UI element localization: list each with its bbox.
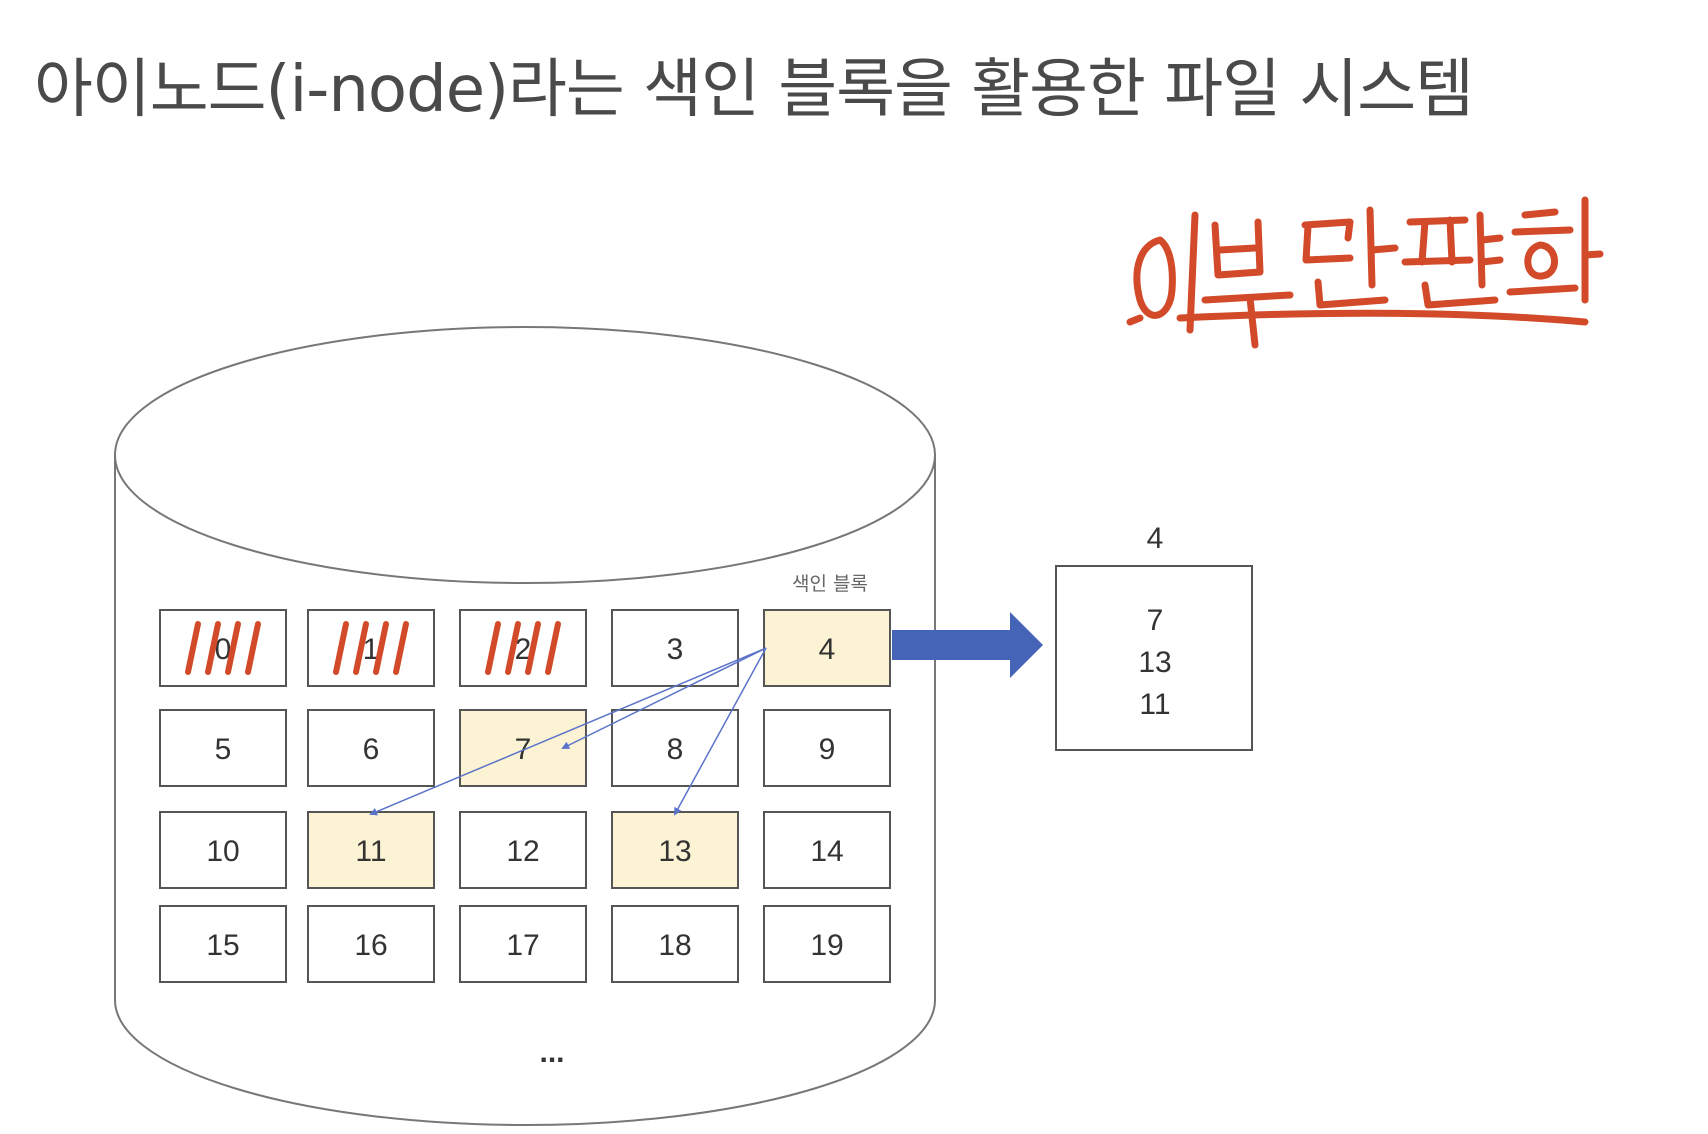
disk-block-box — [307, 905, 435, 983]
index-entry: 7 — [1147, 604, 1164, 637]
index-block-label: 색인 블록 — [792, 573, 868, 595]
disk-block-number: 0 — [215, 633, 232, 666]
disk-block-number: 17 — [506, 929, 539, 962]
disk-block-box — [307, 709, 435, 787]
index-block-detail: 4 7 13 11 — [1055, 522, 1253, 751]
disk-block-number: 12 — [506, 835, 539, 868]
index-block-box — [1055, 565, 1253, 751]
slide-title: 아이노드(i-node)라는 색인 블록을 활용한 파일 시스템 — [34, 53, 1474, 127]
disk-block: 19 — [763, 905, 891, 983]
disk-block-box — [763, 609, 891, 687]
pointer-arrows — [369, 647, 767, 816]
disk-block-number: 8 — [667, 733, 684, 766]
disk-block: 17 — [459, 905, 587, 983]
strike-scribble — [485, 621, 561, 675]
disk-block-box — [459, 811, 587, 889]
disk-block-box — [307, 609, 435, 687]
disk-block: 13 — [611, 811, 739, 889]
disk-block-box — [611, 709, 739, 787]
disk-block: 2 — [459, 609, 587, 687]
disk-block-number: 9 — [819, 733, 836, 766]
disk-block-box — [459, 905, 587, 983]
disk-block: 10 — [159, 811, 287, 889]
disk-block-number: 2 — [515, 633, 532, 666]
index-block-arrow — [892, 612, 1043, 678]
pointer-arrow — [369, 647, 767, 816]
disk-block-box — [763, 811, 891, 889]
disk-block-box — [611, 609, 739, 687]
disk-block-box — [763, 905, 891, 983]
handwritten-annotation — [1126, 196, 1604, 349]
disk-block-box — [459, 609, 587, 687]
disk-block-number: 6 — [363, 733, 380, 766]
disk-block: 14 — [763, 811, 891, 889]
disk-block: 7 — [459, 709, 587, 787]
disk-block-box — [307, 811, 435, 889]
disk-block-number: 19 — [810, 929, 843, 962]
disk-block-box — [611, 811, 739, 889]
disk-block: 11 — [307, 811, 435, 889]
disk-block-box — [159, 905, 287, 983]
disk-block: 18 — [611, 905, 739, 983]
disk-block-number: 16 — [354, 929, 387, 962]
disk-block-box — [159, 811, 287, 889]
disk-block-number: 1 — [363, 633, 380, 666]
block-grid: 012345678910111213141516171819 — [159, 609, 891, 983]
disk-block: 9 — [763, 709, 891, 787]
disk-block-number: 10 — [206, 835, 239, 868]
more-blocks-ellipsis: ... — [539, 1036, 564, 1069]
disk-block: 1 — [307, 609, 435, 687]
disk-block: 4 — [763, 609, 891, 687]
disk-block-number: 3 — [667, 633, 684, 666]
disk-block: 12 — [459, 811, 587, 889]
index-block-header: 4 — [1147, 522, 1164, 555]
disk-block: 16 — [307, 905, 435, 983]
disk-block-number: 11 — [355, 835, 386, 868]
disk-block: 8 — [611, 709, 739, 787]
disk-block-number: 15 — [206, 929, 239, 962]
disk-block: 0 — [159, 609, 287, 687]
disk-block: 5 — [159, 709, 287, 787]
pointer-arrow — [561, 647, 767, 749]
strike-scribble — [185, 621, 261, 675]
disk-block-box — [611, 905, 739, 983]
disk-block: 3 — [611, 609, 739, 687]
disk-block: 6 — [307, 709, 435, 787]
strike-scribble — [333, 621, 409, 675]
index-entry: 11 — [1139, 688, 1170, 721]
disk-block: 15 — [159, 905, 287, 983]
disk-block-number: 13 — [658, 835, 691, 868]
disk-block-box — [159, 709, 287, 787]
disk-block-number: 18 — [658, 929, 691, 962]
disk-block-box — [763, 709, 891, 787]
disk-block-number: 4 — [819, 633, 836, 666]
disk-block-number: 5 — [215, 733, 232, 766]
disk-block-number: 14 — [810, 835, 843, 868]
index-entry: 13 — [1138, 646, 1171, 679]
disk-block-box — [159, 609, 287, 687]
pointer-arrow — [674, 647, 767, 816]
